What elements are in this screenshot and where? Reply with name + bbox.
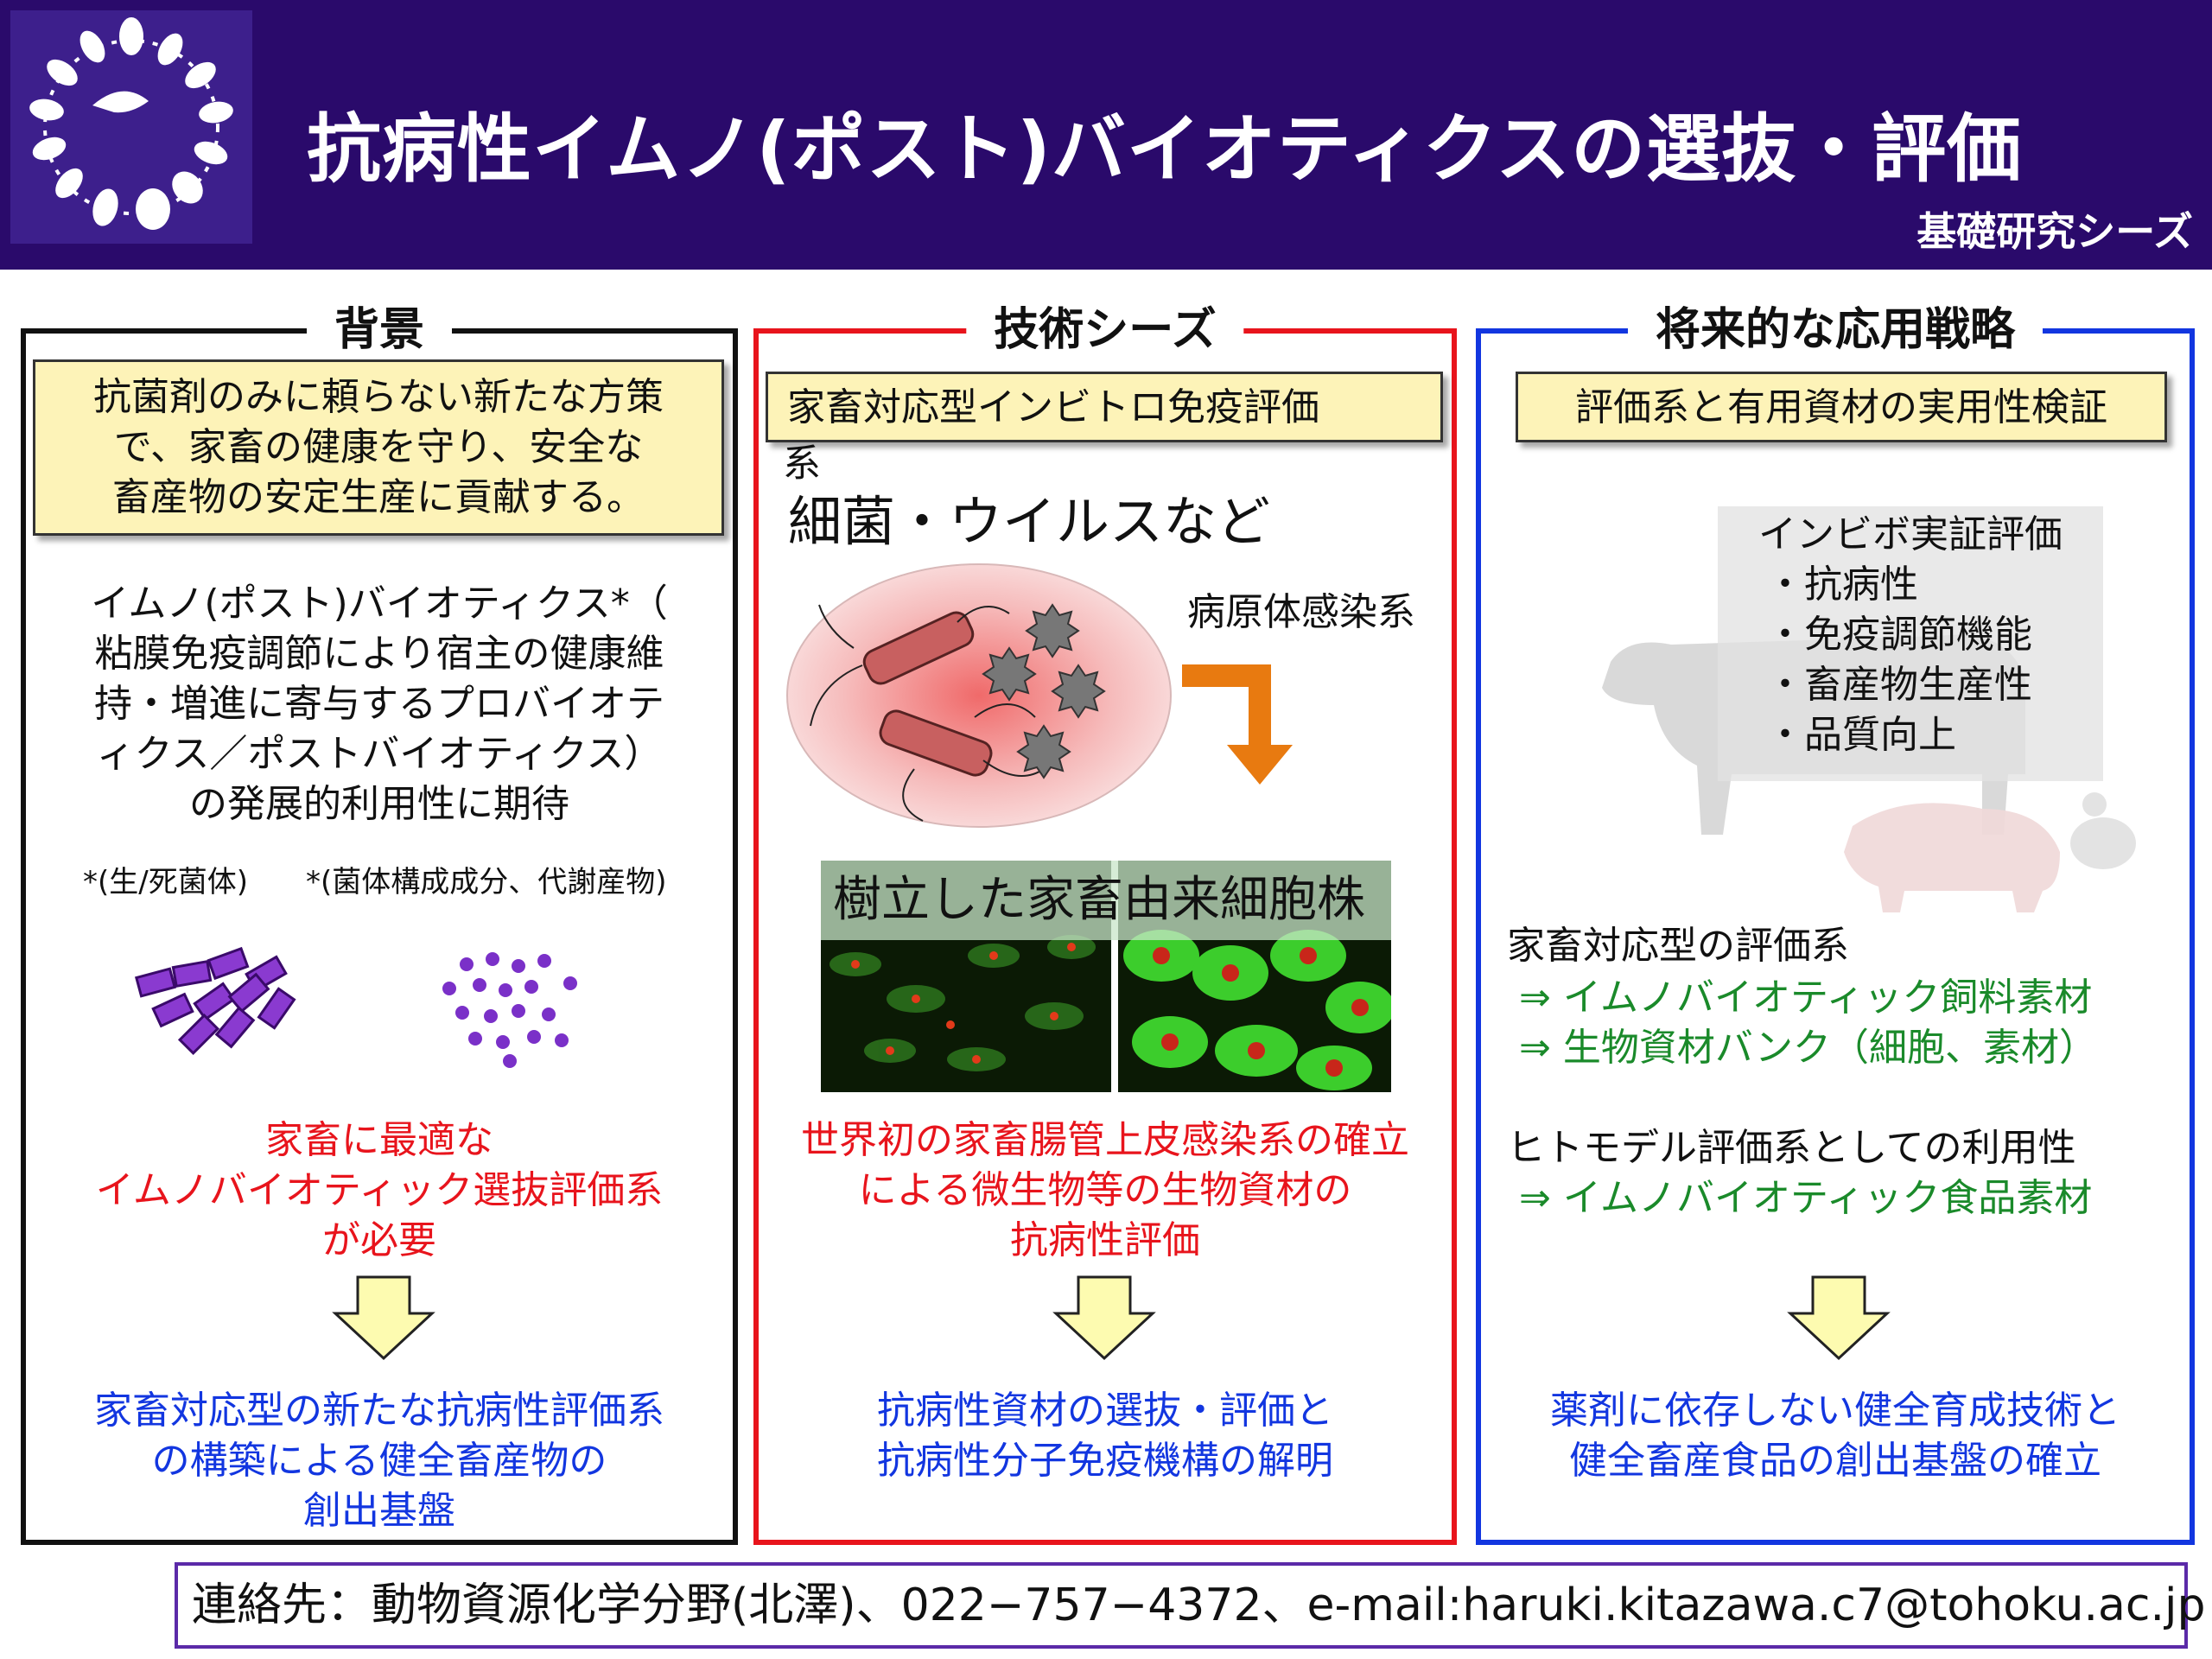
university-logo xyxy=(10,10,252,244)
invivo-item: ・品質向上 xyxy=(1766,713,1956,757)
future-outcome-text: 薬剤に依存しない健全育成技術と 健全畜産食品の創出基盤の確立 xyxy=(1481,1386,2190,1486)
human-model-title: ヒトモデル評価系としての利用性 xyxy=(1507,1126,2076,1170)
note-live-dead: *(生/死菌体) xyxy=(83,865,248,899)
background-need-text: 家畜に最適な イムノバイオティック選抜評価系 が必要 xyxy=(26,1116,733,1266)
future-heading: 将来的な応用戦略 xyxy=(1627,302,2044,358)
page-title: 抗病性イムノ(ポスト)バイオティクスの選抜・評価 xyxy=(307,106,2023,193)
down-arrow-icon xyxy=(1052,1275,1156,1361)
page-subtitle: 基礎研究シーズ xyxy=(1916,208,2193,255)
pathogen-illustration xyxy=(786,563,1172,828)
human-model-item: ⇒ イムノバイオティック食品素材 xyxy=(1519,1176,2093,1220)
validation-line: 評価系と有用資材の実用性検証 xyxy=(1575,385,2107,429)
achievement-line: 抗病性評価 xyxy=(1010,1218,1200,1262)
background-column: 背景 抗菌剤のみに頼らない新たな方策 で、家畜の健康を守り、安全な 畜産物の安定… xyxy=(21,302,738,1545)
validation-box: 評価系と有用資材の実用性検証 xyxy=(1516,372,2167,442)
description-line: の発展的利用性に期待 xyxy=(189,782,569,826)
tech-achievement-text: 世界初の家畜腸管上皮感染系の確立 による微生物等の生物資材の 抗病性評価 xyxy=(759,1116,1452,1266)
leaf-wreath-icon xyxy=(29,17,233,230)
technology-column: 技術シーズ 家畜対応型インビトロ免疫評価 系 細菌・ウイルスなど xyxy=(753,302,1457,1545)
cell-fluorescence-right xyxy=(1123,930,1391,1090)
invivo-item: ・畜産物生産性 xyxy=(1766,663,2032,707)
description-line: 持・増進に寄与するプロバイオテ xyxy=(94,682,664,726)
outcome-line: 家畜対応型の新たな抗病性評価系 xyxy=(94,1389,664,1433)
tech-box-overflow: 系 xyxy=(783,442,821,486)
tech-outcome-text: 抗病性資材の選抜・評価と 抗病性分子免疫機構の解明 xyxy=(759,1386,1452,1486)
description-line: 粘膜免疫調節により宿主の健康維 xyxy=(94,632,664,676)
contact-box xyxy=(175,1562,2188,1649)
livestock-eval-list: ⇒ イムノバイオティック飼料素材 ⇒ 生物資材バンク（細胞、素材） xyxy=(1519,973,2097,1073)
tech-box-line: 家畜対応型インビトロ免疫評価 xyxy=(787,385,1319,429)
green-item: ⇒ イムノバイオティック飼料素材 xyxy=(1519,976,2093,1020)
invivo-item: ・免疫調節機能 xyxy=(1766,613,2032,657)
invivo-list: ・抗病性 ・免疫調節機能 ・畜産物生産性 ・品質向上 xyxy=(1766,560,2032,760)
need-line: イムノバイオティック選抜評価系 xyxy=(95,1168,664,1212)
goal-line: で、家畜の健康を守り、安全な xyxy=(113,425,644,469)
background-outcome-text: 家畜対応型の新たな抗病性評価系 の構築による健全畜産物の 創出基盤 xyxy=(26,1386,733,1536)
bacterial-components-dots-icon xyxy=(442,952,577,1068)
achievement-line: 世界初の家畜腸管上皮感染系の確立 xyxy=(801,1118,1409,1162)
curved-down-arrow-icon xyxy=(1182,664,1293,785)
outcome-line: 抗病性資材の選抜・評価と xyxy=(877,1389,1333,1433)
bacteria-rods-icon xyxy=(134,946,296,1056)
outcome-line: 薬剤に依存しない健全育成技術と xyxy=(1550,1389,2120,1433)
goal-line: 畜産物の安定生産に貢献する。 xyxy=(112,475,645,519)
cell-line-label-band xyxy=(821,861,1391,940)
outcome-line: の構築による健全畜産物の xyxy=(151,1439,607,1483)
header-banner xyxy=(0,0,2212,270)
pathogen-infection-label: 病原体感染系 xyxy=(1187,590,1415,634)
immunobiotics-description: イムノ(ポスト)バイオティクス*（ 粘膜免疫調節により宿主の健康維 持・増進に寄… xyxy=(26,579,733,830)
outcome-line: 抗病性分子免疫機構の解明 xyxy=(877,1439,1333,1483)
bacteria-virus-label: 細菌・ウイルスなど xyxy=(788,490,1271,553)
invivo-item: ・抗病性 xyxy=(1766,563,1918,607)
achievement-line: による微生物等の生物資材の xyxy=(858,1168,1352,1212)
down-arrow-icon xyxy=(332,1275,435,1361)
note-components: *(菌体構成成分、代謝産物) xyxy=(306,865,667,899)
outcome-line: 健全畜産食品の創出基盤の確立 xyxy=(1569,1439,2101,1483)
need-line: が必要 xyxy=(322,1218,436,1262)
goal-line: 抗菌剤のみに頼らない新たな方策 xyxy=(93,375,664,419)
invivo-panel xyxy=(1718,506,2103,781)
contact-info: 連絡先：動物資源化学分野(北澤)、022−757−4372、e-mail:har… xyxy=(192,1580,2206,1631)
cell-fluorescence-left xyxy=(830,935,1096,1071)
livestock-eval-title: 家畜対応型の評価系 xyxy=(1507,924,1849,968)
description-line: ィクス／ポストバイオティクス） xyxy=(96,732,663,776)
green-item: ⇒ 生物資材バンク（細胞、素材） xyxy=(1519,1026,2098,1070)
outcome-line: 創出基盤 xyxy=(303,1489,455,1533)
need-line: 家畜に最適な xyxy=(265,1118,493,1162)
background-heading: 背景 xyxy=(306,302,453,358)
down-arrow-icon xyxy=(1787,1275,1891,1361)
technology-heading: 技術シーズ xyxy=(966,302,1244,358)
invivo-title: インビボ実証評価 xyxy=(1758,512,2063,556)
future-strategy-column: 将来的な応用戦略 評価系と有用資材の実用性検証 インビボ実証評価 ・抗病性 ・免… xyxy=(1476,302,2195,1545)
background-goal-box: 抗菌剤のみに頼らない新たな方策 で、家畜の健康を守り、安全な 畜産物の安定生産に… xyxy=(33,359,724,536)
description-line: イムノ(ポスト)バイオティクス*（ xyxy=(91,582,668,626)
cell-line-label: 樹立した家畜由来細胞株 xyxy=(833,872,1365,928)
tech-system-box: 家畜対応型インビトロ免疫評価 xyxy=(766,372,1443,442)
